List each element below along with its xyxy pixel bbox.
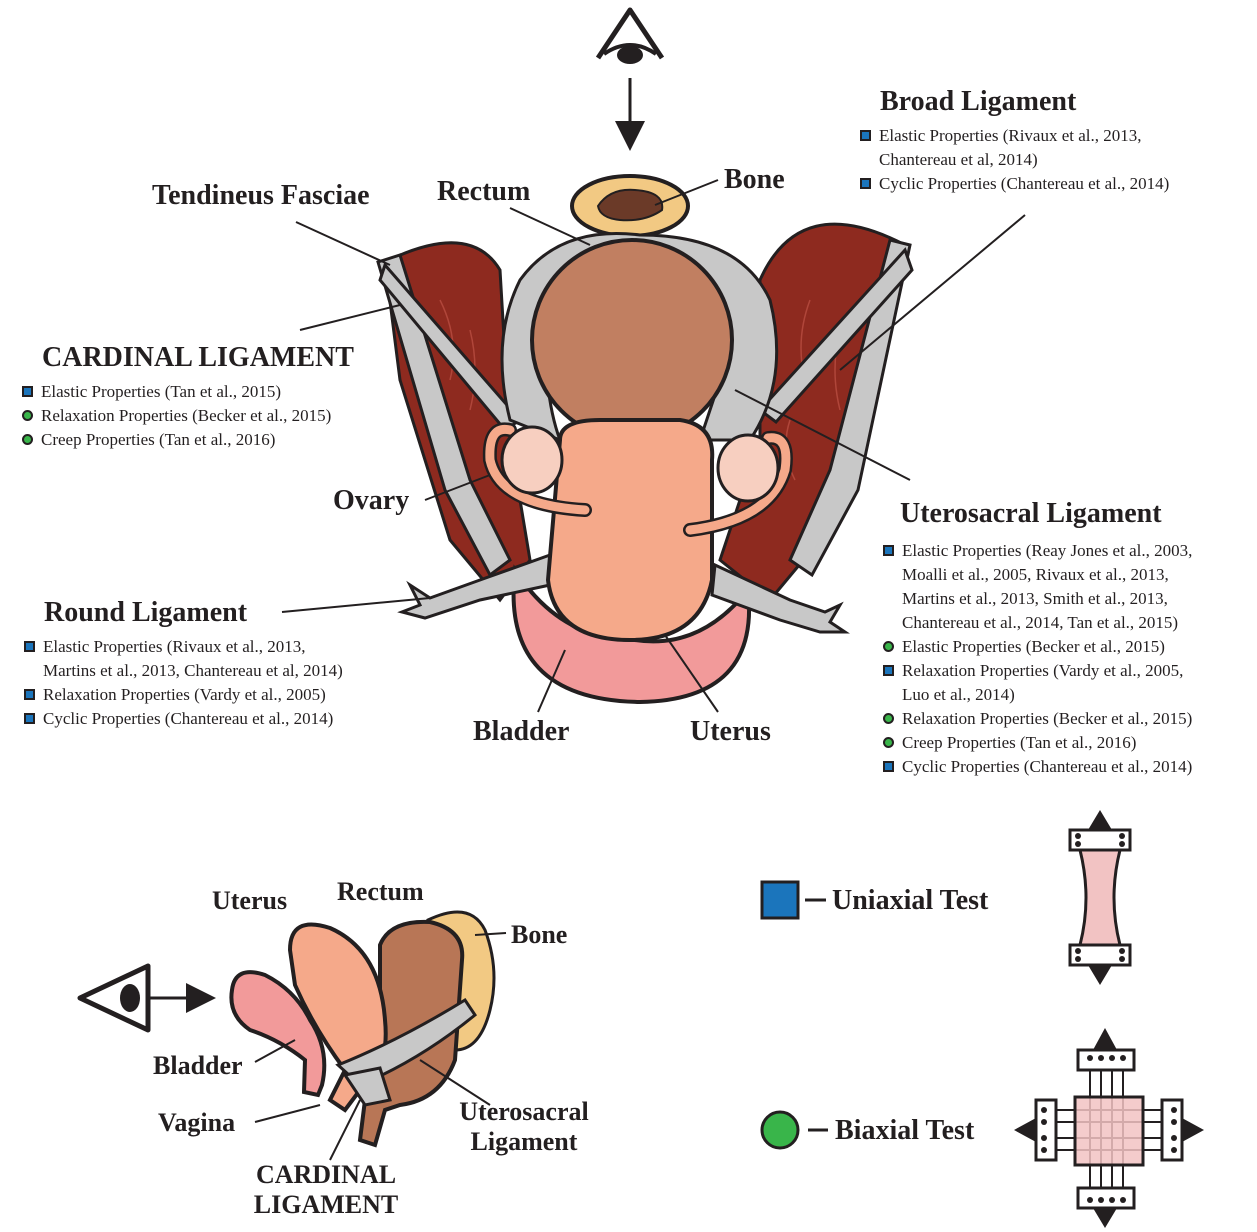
- reference-text: Elastic Properties (Becker et al., 2015): [902, 637, 1165, 656]
- biaxial-marker-icon: [22, 434, 33, 445]
- biaxial-legend-swatch: [762, 1112, 798, 1148]
- biaxial-marker-icon: [883, 641, 894, 652]
- reference-item: Cyclic Properties (Chantereau et al., 20…: [22, 707, 343, 731]
- reference-text: Relaxation Properties (Becker et al., 20…: [902, 709, 1192, 728]
- reference-item: Creep Properties (Tan et al., 2016): [881, 731, 1192, 755]
- label-vagina-side: Vagina: [158, 1110, 235, 1136]
- uniaxial-marker-icon: [883, 665, 894, 676]
- legend-biaxial-label: Biaxial Test: [835, 1117, 974, 1145]
- label-bone-side: Bone: [511, 922, 567, 948]
- legend-uniaxial-label: Uniaxial Test: [832, 887, 988, 915]
- reference-text: Relaxation Properties (Vardy et al., 200…: [902, 661, 1183, 680]
- broad-ligament-title: Broad Ligament: [880, 88, 1076, 116]
- uniaxial-marker-icon: [860, 178, 871, 189]
- uniaxial-marker-icon: [22, 386, 33, 397]
- uniaxial-marker-icon: [24, 641, 35, 652]
- reference-item: Creep Properties (Tan et al., 2016): [20, 428, 331, 452]
- broad-ligament-list: Elastic Properties (Rivaux et al., 2013,…: [858, 124, 1169, 196]
- reference-text: Relaxation Properties (Becker et al., 20…: [41, 406, 331, 425]
- reference-item: Relaxation Properties (Becker et al., 20…: [20, 404, 331, 428]
- reference-item: Elastic Properties (Tan et al., 2015): [20, 380, 331, 404]
- reference-item: Relaxation Properties (Vardy et al., 200…: [22, 683, 343, 707]
- label-bladder-top: Bladder: [473, 718, 569, 746]
- label-bone-top: Bone: [724, 166, 785, 194]
- reference-text: Cyclic Properties (Chantereau et al., 20…: [43, 709, 333, 728]
- uterosacral-ligament-title: Uterosacral Ligament: [900, 500, 1162, 528]
- reference-text: Elastic Properties (Tan et al., 2015): [41, 382, 281, 401]
- reference-text-continued: Luo et al., 2014): [902, 683, 1192, 707]
- biaxial-marker-icon: [883, 737, 894, 748]
- reference-text: Creep Properties (Tan et al., 2016): [902, 733, 1136, 752]
- round-ligament-list: Elastic Properties (Rivaux et al., 2013,…: [22, 635, 343, 731]
- label-ovary: Ovary: [333, 487, 409, 515]
- label-uterus-top: Uterus: [690, 718, 771, 746]
- uterosacral-ligament-list: Elastic Properties (Reay Jones et al., 2…: [881, 539, 1192, 779]
- cardinal-ligament-list: Elastic Properties (Tan et al., 2015) Rel…: [20, 380, 331, 452]
- uniaxial-marker-icon: [883, 761, 894, 772]
- uniaxial-specimen-icon: [1070, 810, 1130, 985]
- reference-item: Elastic Properties (Becker et al., 2015): [881, 635, 1192, 659]
- label-uterus-side: Uterus: [212, 888, 287, 914]
- label-tendineus-fasciae: Tendineus Fasciae: [152, 182, 370, 210]
- eye-icon: [598, 10, 662, 64]
- reference-text: Creep Properties (Tan et al., 2016): [41, 430, 275, 449]
- label-bladder-side: Bladder: [153, 1053, 243, 1079]
- reference-item: Relaxation Properties (Vardy et al., 200…: [881, 659, 1192, 707]
- uniaxial-marker-icon: [24, 713, 35, 724]
- label-cardinal-side: CARDINAL LIGAMENT: [236, 1160, 416, 1220]
- biaxial-specimen-icon: [1014, 1028, 1204, 1228]
- reference-item: Elastic Properties (Rivaux et al., 2013,…: [22, 635, 343, 683]
- cardinal-ligament-title: CARDINAL LIGAMENT: [42, 344, 354, 372]
- biaxial-marker-icon: [22, 410, 33, 421]
- reference-text: Cyclic Properties (Chantereau et al., 20…: [902, 757, 1192, 776]
- reference-text-continued: Martins et al., 2013, Chantereau et al, …: [43, 659, 343, 683]
- reference-text: Relaxation Properties (Vardy et al., 200…: [43, 685, 326, 704]
- reference-item: Relaxation Properties (Becker et al., 20…: [881, 707, 1192, 731]
- reference-item: Elastic Properties (Rivaux et al., 2013,…: [858, 124, 1169, 172]
- round-ligament-title: Round Ligament: [44, 599, 247, 627]
- uniaxial-legend-swatch: [762, 882, 798, 918]
- uniaxial-marker-icon: [883, 545, 894, 556]
- reference-item: Cyclic Properties (Chantereau et al., 20…: [858, 172, 1169, 196]
- reference-item: Cyclic Properties (Chantereau et al., 20…: [881, 755, 1192, 779]
- reference-text: Cyclic Properties (Chantereau et al., 20…: [879, 174, 1169, 193]
- uniaxial-marker-icon: [24, 689, 35, 700]
- label-uterosacral-side: Uterosacral Ligament: [444, 1097, 604, 1157]
- rectum-top: [532, 240, 732, 440]
- label-rectum-side: Rectum: [337, 879, 424, 905]
- reference-text: Elastic Properties (Rivaux et al., 2013,: [879, 126, 1142, 145]
- reference-text: Elastic Properties (Reay Jones et al., 2…: [902, 541, 1192, 560]
- reference-item: Elastic Properties (Reay Jones et al., 2…: [881, 539, 1192, 635]
- eye-icon: [80, 966, 148, 1030]
- label-rectum-top: Rectum: [437, 178, 530, 206]
- reference-text-continued: Chantereau et al, 2014): [879, 148, 1169, 172]
- reference-text-continued: Moalli et al., 2005, Rivaux et al., 2013…: [902, 563, 1192, 635]
- uniaxial-marker-icon: [860, 130, 871, 141]
- bone-top: [572, 176, 688, 236]
- reference-text: Elastic Properties (Rivaux et al., 2013,: [43, 637, 306, 656]
- biaxial-marker-icon: [883, 713, 894, 724]
